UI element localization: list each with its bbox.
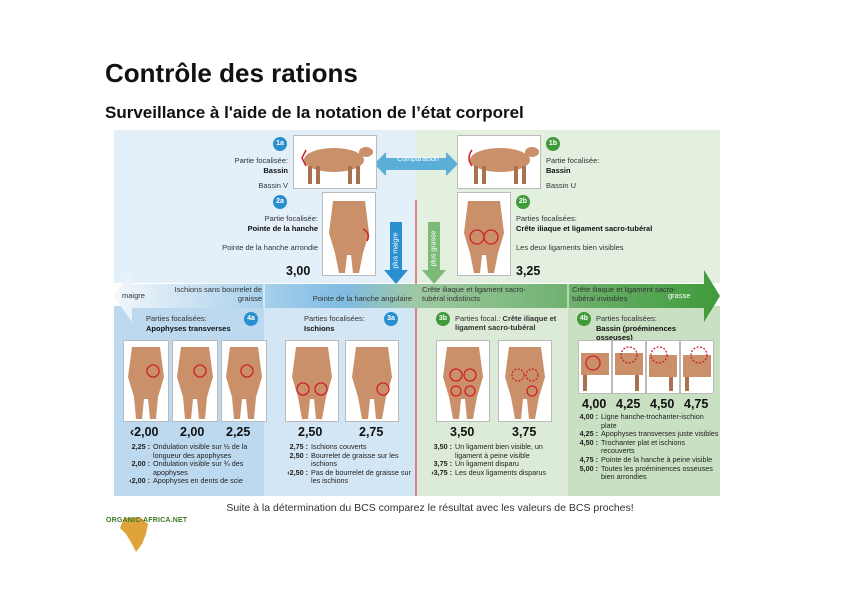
legend-3b: 3,50 :Un ligament bien visible, un ligam… — [431, 442, 547, 477]
score-4b-1: 4,00 — [582, 397, 607, 411]
down-arrow-green — [422, 222, 446, 284]
photo-4b-1 — [578, 340, 612, 394]
arrow-left-label: maigre — [122, 291, 145, 300]
comparison-arrow — [374, 152, 458, 176]
panel-3b-focus: Parties focal.: Crête iliaque et ligamen… — [455, 314, 557, 332]
panel-2b-focus: Crête iliaque et ligament sacro-tubéral — [516, 224, 653, 233]
panel-4a-focus: Apophyses transverses — [146, 324, 231, 333]
legend-3a: 2,75 :Ischions couverts 2,50 :Bourrelet … — [287, 442, 411, 486]
badge-4a: 4a — [244, 312, 258, 326]
organic-africa-logo: ORGANIC-AFRICA.NET — [106, 512, 196, 552]
panel-2a-focus-label: Partie focalisée: — [264, 214, 318, 223]
badge-2a: 2a — [273, 195, 287, 209]
down-arrow-blue — [384, 222, 408, 284]
page-title: Contrôle des rations — [105, 58, 358, 88]
segment-3b-label: Crête iliaque et ligament sacro-tubéral … — [422, 285, 526, 303]
logo-text: ORGANIC-AFRICA.NET — [106, 517, 188, 524]
plus-maigre-label: plus maigre — [392, 232, 400, 269]
panel-3a-focus: Ischions — [304, 324, 335, 333]
panel-2a-focus: Pointe de la hanche — [247, 224, 318, 233]
comparison-label: Comparaison — [397, 156, 439, 163]
cow-rear-icon — [226, 347, 262, 419]
panel-4a-focus-label: Parties focalisées: — [146, 314, 207, 323]
panel-1a-focus: Bassin — [263, 166, 288, 175]
legend-4a: 2,25 :Ondulation visible sur ½ de la lon… — [129, 442, 248, 486]
score-4a-3: 2,25 — [226, 425, 251, 439]
cow-rear-icon — [292, 347, 332, 419]
panel-2b-detail: Les deux ligaments bien visibles — [516, 243, 624, 252]
photo-3b-1 — [436, 340, 490, 422]
panel-1b-focus-label: Partie focalisée: — [546, 156, 600, 165]
panel-2b-focus-label: Parties focalisées: — [516, 214, 577, 223]
legend-4b: 4,00 :Ligne hanche-trochanter-ischion pl… — [579, 412, 719, 482]
photo-2b — [457, 192, 511, 276]
photo-2a — [322, 192, 376, 276]
panel-1a-focus-label: Partie focalisée: — [234, 156, 288, 165]
score-3a-2: 2,75 — [359, 425, 384, 439]
badge-1a: 1a — [273, 137, 287, 151]
cow-rear-icon — [352, 347, 392, 419]
badge-3a: 3a — [384, 312, 398, 326]
photo-3a-2 — [345, 340, 399, 422]
photo-1b — [457, 135, 541, 189]
score-3b-2: 3,75 — [512, 425, 537, 439]
badge-4b: 4b — [577, 312, 591, 326]
panel-4b-focus: Bassin (proéminences osseuses) — [596, 324, 677, 342]
panel-3a-focus-label: Parties focalisées: — [304, 314, 365, 323]
cow-rear-icon — [443, 347, 483, 419]
cow-rear-icon — [329, 201, 370, 273]
panel-2a-detail: Pointe de la hanche arrondie — [222, 243, 318, 252]
photo-4b-2 — [612, 340, 646, 394]
cow-side-icon — [615, 346, 643, 391]
cow-side-icon — [301, 147, 373, 184]
panel-4b-bg — [568, 306, 720, 496]
score-4b-4: 4,75 — [684, 397, 709, 411]
photo-4a-2 — [172, 340, 218, 422]
score-4b-2: 4,25 — [616, 397, 641, 411]
score-4a-2: 2,00 — [180, 425, 205, 439]
score-3a-1: 2,50 — [298, 425, 323, 439]
panel-1a-shape: Bassin V — [258, 181, 288, 190]
panel-2b-score: 3,25 — [516, 264, 541, 278]
cow-side-icon — [468, 147, 539, 184]
cow-rear-icon — [177, 347, 213, 419]
photo-4b-3 — [646, 340, 680, 394]
photo-3a-1 — [285, 340, 339, 422]
scale-arrow — [114, 270, 720, 322]
score-3b-1: 3,50 — [450, 425, 475, 439]
panel-2a-score: 3,00 — [286, 264, 311, 278]
arrow-right-label: grasse — [668, 291, 691, 300]
score-4a-1: ‹2,00 — [130, 425, 159, 439]
segment-4b-label: Crête iliaque et ligament sacro-tubéral … — [572, 285, 676, 303]
panel-4b-focus-label: Parties focalisées: — [596, 314, 657, 323]
photo-4a-3 — [221, 340, 267, 422]
cow-side-icon — [581, 353, 609, 391]
plus-grasse-label: plus grasse — [430, 230, 438, 267]
segment-4a-label: Ischions sans bourrelet de graisse — [174, 285, 262, 303]
photo-1a — [293, 135, 377, 189]
photo-4a-1 — [123, 340, 169, 422]
cow-side-icon — [649, 346, 677, 391]
panel-1b-shape: Bassin U — [546, 181, 577, 190]
badge-2b: 2b — [516, 195, 530, 209]
badge-3b: 3b — [436, 312, 450, 326]
page-subtitle: Surveillance à l'aide de la notation de … — [105, 103, 524, 122]
score-4b-3: 4,50 — [650, 397, 675, 411]
cow-side-icon — [683, 346, 711, 391]
cow-rear-icon — [128, 347, 164, 419]
footer-note: Suite à la détermination du BCS comparez… — [226, 502, 634, 514]
panel-1b-focus: Bassin — [546, 166, 571, 175]
africa-map-icon — [120, 517, 148, 552]
photo-3b-2 — [498, 340, 552, 422]
segment-3a-label: Pointe de la hanche angulaire — [312, 294, 412, 303]
badge-1b: 1b — [546, 137, 560, 151]
photo-4b-4 — [680, 340, 714, 394]
cow-rear-icon — [464, 201, 504, 273]
cow-rear-icon — [505, 347, 545, 419]
